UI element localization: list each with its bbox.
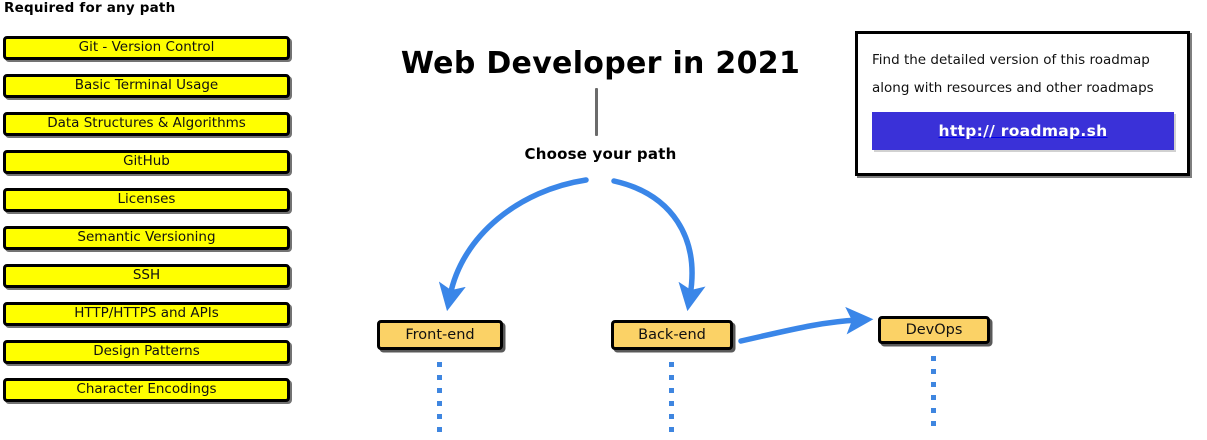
dotted-continuation-backend [669,362,674,440]
required-section-heading: Required for any path [4,0,176,16]
required-skill-item[interactable]: SSH [3,264,290,288]
node-back-end[interactable]: Back-end [611,320,733,350]
required-for-any-path-section: Required for any path Git - Version Cont… [0,0,300,436]
required-skill-item[interactable]: Design Patterns [3,340,290,364]
roadmap-promo-callout: Find the detailed version of this roadma… [855,31,1190,176]
required-skill-item[interactable]: Character Encodings [3,378,290,402]
required-skill-label: Data Structures & Algorithms [47,115,246,132]
arrow-choose-to-frontend [438,177,589,312]
required-skill-label: SSH [132,267,161,284]
page-title: Web Developer in 2021 [400,46,801,82]
required-skill-item[interactable]: GitHub [3,150,290,174]
dotted-continuation-devops [931,356,936,434]
promo-text-line-1: Find the detailed version of this roadma… [872,52,1150,68]
required-skill-item[interactable]: Data Structures & Algorithms [3,112,290,136]
promo-text-line-2: along with resources and other roadmaps [872,80,1154,96]
title-stem-line [595,88,598,136]
roadmap-sh-link-button[interactable]: http:// roadmap.sh [872,112,1174,150]
required-skill-item[interactable]: Basic Terminal Usage [3,74,290,98]
arrow-choose-to-backend [611,178,706,312]
required-skill-label: Design Patterns [93,343,200,360]
required-skill-item[interactable]: Git - Version Control [3,36,290,60]
required-skill-label: Licenses [117,191,176,208]
required-skill-label: Character Encodings [76,381,217,398]
required-skill-item[interactable]: Licenses [3,188,290,212]
node-label: Back-end [638,327,706,343]
required-skill-label: Semantic Versioning [77,229,216,246]
dotted-continuation-frontend [437,362,442,440]
required-skill-item[interactable]: Semantic Versioning [3,226,290,250]
arrow-backend-to-devops [738,306,874,344]
choose-your-path-label: Choose your path [524,145,677,163]
required-skill-item[interactable]: HTTP/HTTPS and APIs [3,302,290,326]
required-skill-label: GitHub [123,153,170,170]
roadmap-sh-link-label: http:// roadmap.sh [938,122,1108,140]
required-skill-label: HTTP/HTTPS and APIs [74,305,219,322]
required-skill-list: Git - Version Control Basic Terminal Usa… [3,36,290,416]
node-front-end[interactable]: Front-end [377,320,503,350]
node-label: Front-end [405,327,475,343]
node-label: DevOps [905,322,963,338]
required-skill-label: Basic Terminal Usage [74,77,219,94]
node-devops[interactable]: DevOps [878,316,990,344]
required-skill-label: Git - Version Control [78,39,215,56]
